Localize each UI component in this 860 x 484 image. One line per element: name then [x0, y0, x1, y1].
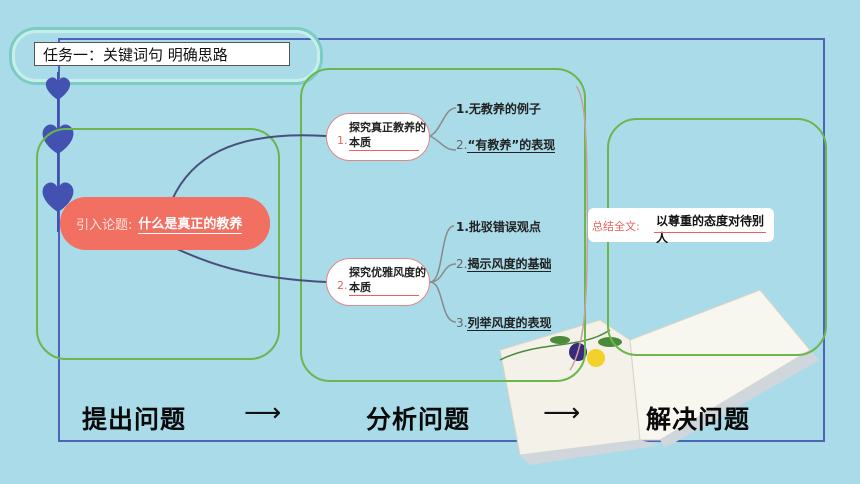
branch-node-text: 探究优雅风度的本质: [349, 266, 426, 294]
summary-underline: [654, 232, 766, 233]
title-pill-outline: [12, 30, 320, 82]
summary-label: 总结全文:: [592, 220, 640, 233]
intro-topic-pill: 引入论题: 什么是真正的教养: [60, 197, 270, 250]
heart-icon: [45, 77, 71, 100]
leaf-item: 1.无教养的例子: [456, 102, 541, 116]
page-title: 任务一：关键词句 明确思路: [34, 42, 290, 66]
intro-label: 引入论题:: [76, 218, 133, 233]
intro-question: 什么是真正的教养: [138, 213, 243, 234]
leaf-item: 2.“有教养”的表现: [456, 138, 556, 153]
branch-node-underline: [349, 150, 419, 151]
flower-icon: [587, 349, 605, 367]
branch-node-1: 1. 探究真正教养的本质: [326, 113, 430, 161]
intro-group-box: [36, 128, 280, 360]
branch-node-underline: [349, 295, 419, 296]
arrow-right-icon: ⟶: [543, 398, 581, 428]
outer-frame: [58, 38, 825, 442]
step-label-1: 提出问题: [82, 405, 187, 434]
branch-node-text: 探究真正教养的本质: [349, 121, 426, 149]
summary-box: 总结全文: 以尊重的态度对待别人: [588, 208, 774, 245]
branch-node-number: 2.: [337, 279, 348, 292]
branch-node-number: 1.: [337, 134, 348, 147]
analysis-group-box: [300, 68, 586, 382]
branch-node-2: 2. 探究优雅风度的本质: [326, 258, 430, 306]
leaf-item: 1.批驳错误观点: [456, 220, 541, 234]
step-label-3: 解决问题: [646, 405, 751, 434]
leaf-item: 3.列举风度的表现: [456, 316, 552, 331]
leaf-item: 2.揭示风度的基础: [456, 257, 552, 272]
arrow-right-icon: ⟶: [244, 398, 282, 428]
step-label-2: 分析问题: [366, 405, 471, 434]
summary-text: 以尊重的态度对待别人: [656, 214, 765, 245]
